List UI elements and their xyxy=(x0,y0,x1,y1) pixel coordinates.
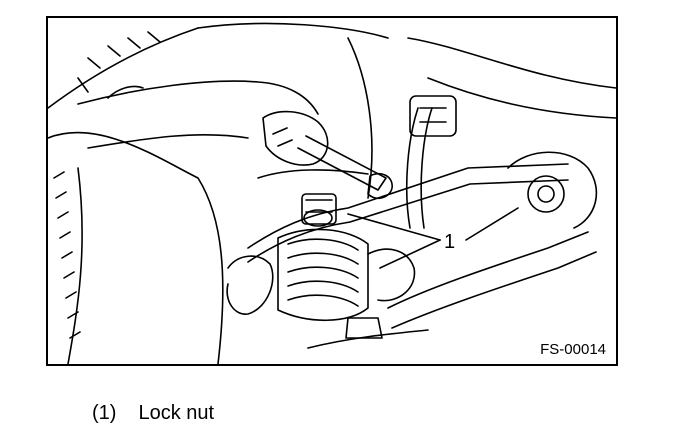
hand-with-wrench-drawing xyxy=(77,80,393,200)
lower-arm-drawing xyxy=(307,151,598,349)
suspension-illustration: 1 xyxy=(48,22,616,364)
callout-label: 1 xyxy=(444,231,455,253)
tire-drawing xyxy=(48,27,224,364)
legend-item: (1) Lock nut xyxy=(92,402,214,425)
legend-number: (1) xyxy=(92,402,117,424)
stabilizer-link-drawing xyxy=(247,95,569,263)
callout-leader-lines xyxy=(347,207,519,269)
illustration-frame: 1 FS-00014 xyxy=(46,16,618,366)
drive-boot-drawing xyxy=(226,228,416,322)
lock-nut-drawing xyxy=(301,193,337,227)
legend-label: Lock nut xyxy=(138,402,215,424)
figure-code: FS-00014 xyxy=(538,341,608,358)
